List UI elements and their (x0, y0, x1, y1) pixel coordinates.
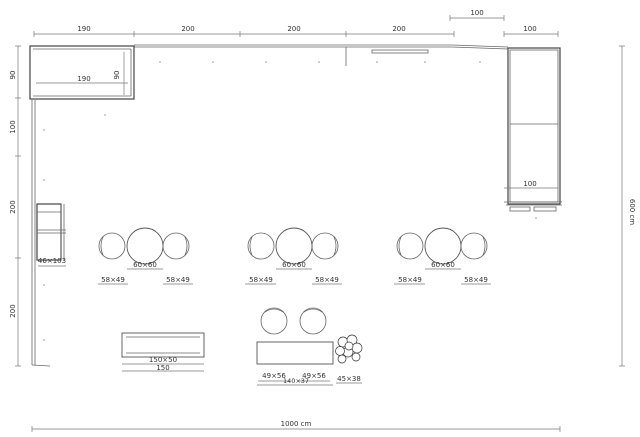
top-right-small-dimension: 100 (449, 9, 505, 21)
bottom-seating: 49×56 49×56 140×37 (256, 307, 334, 386)
left-dim-2: 100 (9, 120, 17, 133)
round-table-1 (126, 227, 164, 265)
walls (31, 44, 509, 367)
left-unit-label: 46×103 (38, 257, 66, 265)
chair-2-right-label: 58×49 (315, 276, 339, 284)
chair-1-right-label: 58×49 (166, 276, 190, 284)
bottom-chair-left (260, 307, 288, 335)
chair-2-left-label: 58×49 (249, 276, 273, 284)
right-tall-unit: 100 (504, 47, 562, 212)
left-dim-1: 90 (9, 71, 17, 80)
top-dim-2: 200 (181, 25, 194, 33)
table-set-1: 60×60 58×49 58×49 (98, 227, 193, 285)
grid-dots (43, 61, 537, 341)
right-unit-width-label: 100 (523, 180, 536, 188)
bottom-chair-right-label: 49×56 (302, 372, 326, 380)
bottom-chair-left-label: 49×56 (262, 372, 286, 380)
table-1-label: 60×60 (133, 261, 157, 269)
table-set-2: 60×60 58×49 58×49 (245, 227, 342, 285)
plant: 45×38 (335, 334, 363, 384)
chair-2-right (311, 232, 339, 260)
shelf-width-label: 190 (77, 75, 90, 83)
top-left-shelf-unit: 190 90 (29, 45, 135, 100)
top-dim-4: 200 (392, 25, 405, 33)
top-dimension-line: 190 200 200 200 (33, 25, 455, 37)
bottom-table (256, 341, 334, 365)
left-wall-unit: 46×103 (36, 203, 66, 267)
left-dimension-line: 90 100 200 200 (9, 45, 21, 367)
round-table-2 (275, 227, 313, 265)
table-set-3: 60×60 58×49 58×49 (394, 227, 491, 285)
top-dim-1: 190 (77, 25, 90, 33)
table-3-label: 60×60 (431, 261, 455, 269)
plant-label: 45×38 (337, 375, 361, 383)
left-dim-3: 200 (9, 200, 17, 213)
top-right-dim: 100 (523, 25, 536, 33)
round-table-3 (424, 227, 462, 265)
bottom-width-dimension: 1000 cm (31, 420, 561, 432)
top-right-dimension: 100 (503, 25, 559, 37)
bench-label-a: 150×50 (149, 356, 177, 364)
bench-unit: 150×50 150 (121, 332, 205, 372)
chair-3-right-label: 58×49 (464, 276, 488, 284)
shelf-depth-label: 90 (113, 71, 121, 80)
right-height-dimension: 600 cm (619, 45, 636, 367)
bench (121, 332, 205, 358)
top-window (371, 49, 429, 54)
chair-1-left-label: 58×49 (101, 276, 125, 284)
chair-1-left (98, 232, 126, 260)
bottom-chair-right (299, 307, 327, 335)
chair-2-left (247, 232, 275, 260)
chair-3-left-label: 58×49 (398, 276, 422, 284)
chair-3-right (460, 232, 488, 260)
top-right-small-dim: 100 (470, 9, 483, 17)
overall-width-label: 1000 cm (281, 420, 312, 428)
bench-label-b: 150 (156, 364, 169, 372)
table-2-label: 60×60 (282, 261, 306, 269)
overall-height-label: 600 cm (628, 199, 636, 225)
bottom-table-label: 140×37 (283, 377, 309, 385)
chair-1-right (162, 232, 190, 260)
top-dim-3: 200 (287, 25, 300, 33)
chair-3-left (396, 232, 424, 260)
left-dim-4: 200 (9, 304, 17, 317)
